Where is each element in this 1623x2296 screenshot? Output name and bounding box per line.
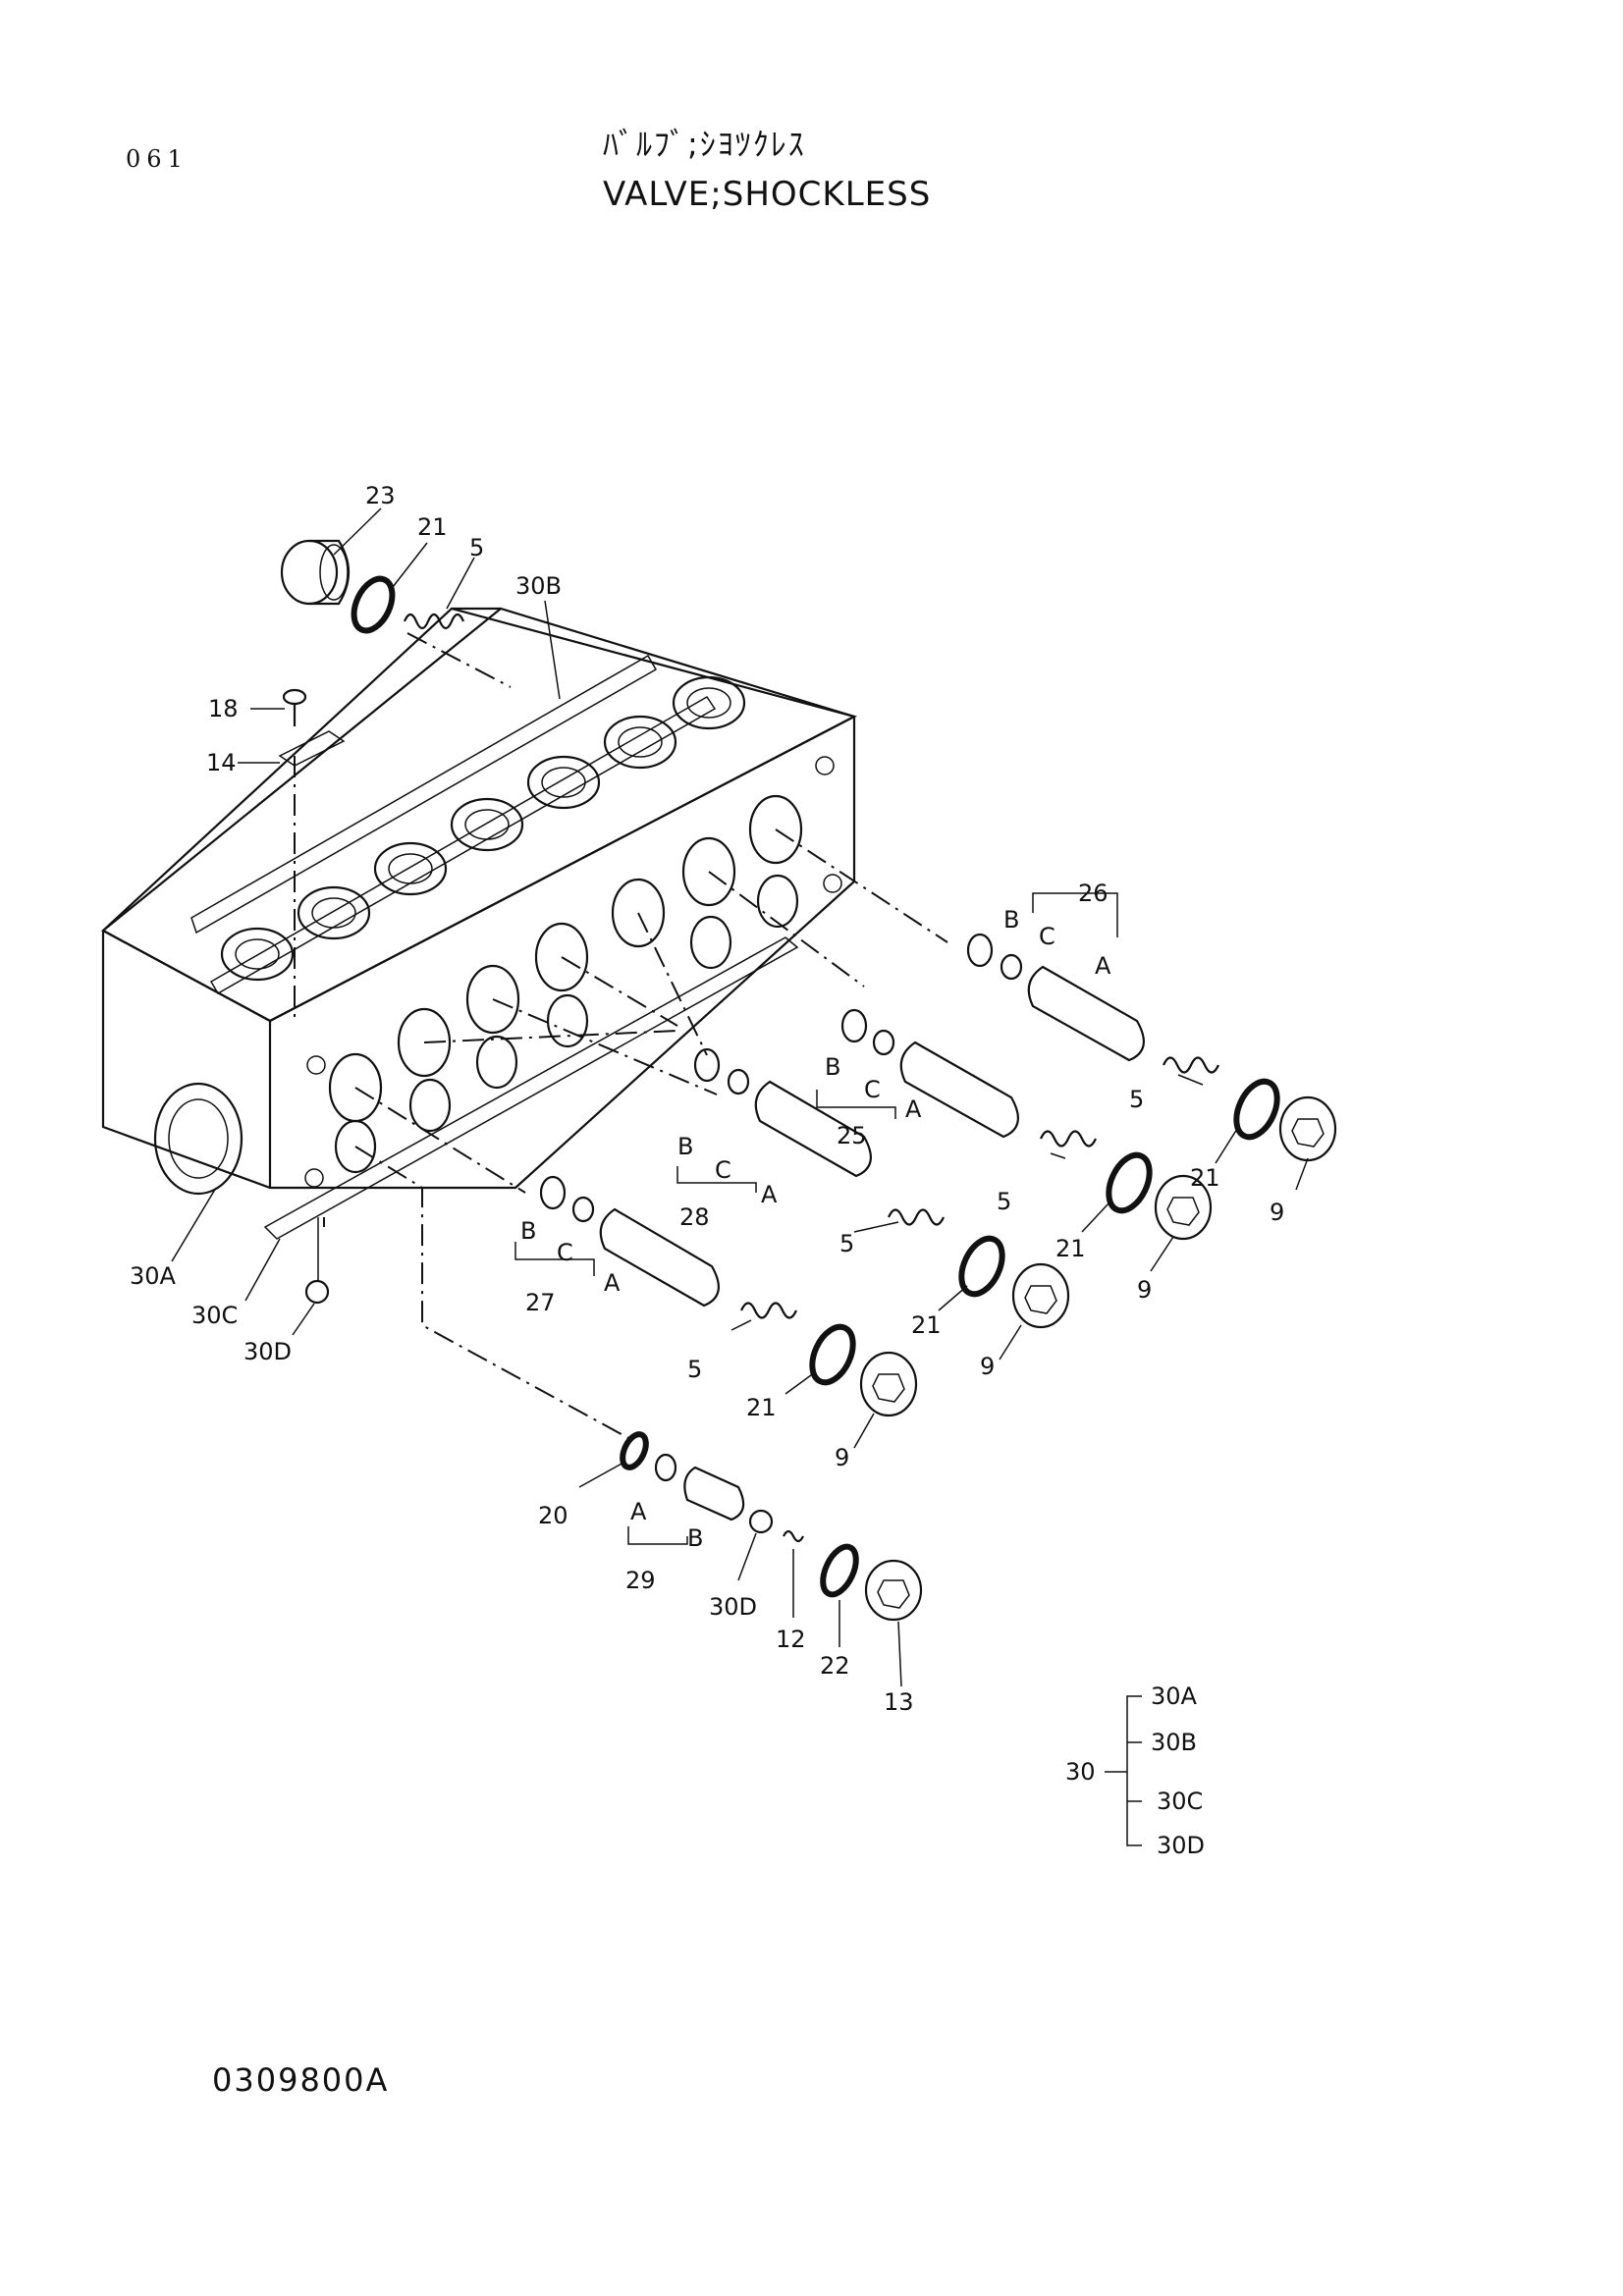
callout-29-b: B <box>687 1524 703 1552</box>
callout-26-a: A <box>1095 952 1111 980</box>
callout-28-a: A <box>761 1181 778 1208</box>
o-ring-21-row4 <box>809 1323 856 1386</box>
callout-5-row4: 5 <box>687 1356 702 1383</box>
assembly-legend: 30 30A 30B 30C 30D <box>1065 1682 1205 1859</box>
leader-lines <box>171 507 1309 1687</box>
callout-21-top: 21 <box>417 513 448 541</box>
callout-5-row3: 5 <box>839 1230 854 1257</box>
callout-27: 27 <box>525 1289 556 1316</box>
callout-27-c: C <box>557 1239 573 1266</box>
callout-25-a: A <box>905 1095 922 1123</box>
top-face-ports <box>220 675 746 982</box>
screw-18 <box>282 688 307 726</box>
valve-body <box>101 607 858 1240</box>
callout-25-c: C <box>864 1076 881 1103</box>
callout-22: 22 <box>820 1652 850 1680</box>
plug-9-row1 <box>1278 1095 1337 1162</box>
title-japanese: ﾊﾞﾙﾌﾞ;ｼﾖﾂｸﾚｽ <box>603 126 806 163</box>
plug-9-row3 <box>1011 1262 1070 1329</box>
callout-21-row4: 21 <box>746 1394 777 1421</box>
plug-23 <box>280 539 350 606</box>
callout-30a: 30A <box>130 1262 177 1290</box>
callout-26-b: B <box>1003 906 1019 934</box>
spool-set-28 <box>693 1047 872 1178</box>
spring-5-row3 <box>888 1208 945 1226</box>
spool-set-25 <box>840 1008 1019 1139</box>
spring-5-row1 <box>1163 1056 1219 1074</box>
spring-5-row4 <box>740 1302 797 1319</box>
spring-5-top <box>403 613 465 630</box>
ball-30d-bottom <box>748 1509 774 1534</box>
o-ring-21-row2 <box>1106 1151 1153 1214</box>
callout-30c: 30C <box>191 1302 238 1329</box>
title-english: VALVE;SHOCKLESS <box>603 175 932 214</box>
callout-25-b: B <box>825 1053 840 1081</box>
callout-21-row1: 21 <box>1190 1164 1220 1192</box>
spool-set-29 <box>654 1453 745 1522</box>
callout-27-a: A <box>604 1269 621 1297</box>
nameplate-14 <box>278 730 346 767</box>
callout-20: 20 <box>538 1502 568 1529</box>
callout-28-c: C <box>715 1156 731 1184</box>
page-code: 061 <box>126 145 189 173</box>
callout-5-row1: 5 <box>1129 1086 1144 1113</box>
o-ring-21-row1 <box>1233 1078 1280 1141</box>
callout-30b: 30B <box>515 572 562 600</box>
callout-30d-bottom: 30D <box>709 1593 757 1621</box>
callout-14: 14 <box>206 749 237 776</box>
callout-28-b: B <box>677 1133 693 1160</box>
spring-12 <box>783 1529 804 1543</box>
callout-25: 25 <box>837 1122 867 1149</box>
o-ring-21-top <box>351 575 396 634</box>
callout-5-top: 5 <box>469 534 484 561</box>
plug-13 <box>864 1559 923 1622</box>
front-face-bores <box>153 756 842 1196</box>
callout-9-row4: 9 <box>835 1444 849 1471</box>
legend-child-30d: 30D <box>1157 1832 1205 1859</box>
callout-26: 26 <box>1078 880 1109 907</box>
callout-9-row3: 9 <box>980 1353 995 1380</box>
callout-18: 18 <box>208 695 239 722</box>
ball-30d-left <box>304 1279 330 1305</box>
callout-9-row1: 9 <box>1270 1199 1284 1226</box>
callout-12: 12 <box>776 1626 806 1653</box>
callout-30d-left: 30D <box>243 1338 292 1365</box>
o-ring-20 <box>620 1431 649 1470</box>
spring-5-row2 <box>1040 1130 1097 1148</box>
callout-29: 29 <box>625 1567 656 1594</box>
callout-21-row2: 21 <box>1055 1235 1086 1262</box>
callout-21-row3: 21 <box>911 1311 942 1339</box>
legend-parent: 30 <box>1065 1758 1096 1786</box>
legend-child-30a: 30A <box>1151 1682 1198 1710</box>
legend-child-30c: 30C <box>1157 1788 1203 1815</box>
assembly-center-lines <box>294 632 948 1439</box>
spool-set-27 <box>539 1175 720 1308</box>
callout-23: 23 <box>365 482 396 509</box>
o-ring-21-row3 <box>958 1235 1005 1298</box>
callout-26-c: C <box>1039 923 1055 950</box>
callout-28: 28 <box>679 1203 710 1231</box>
callout-27-b: B <box>520 1217 536 1245</box>
callout-13: 13 <box>884 1688 914 1716</box>
callout-labels: 23 21 5 30B 18 14 30A 30C 30D 26 B C A B… <box>130 482 1284 1716</box>
plug-9-row4 <box>859 1351 918 1417</box>
drawing-code: 0309800A <box>212 2061 390 2099</box>
callout-5-row2: 5 <box>997 1188 1011 1215</box>
callout-9-row2: 9 <box>1137 1276 1152 1304</box>
callout-29-a: A <box>630 1498 647 1525</box>
legend-child-30b: 30B <box>1151 1729 1197 1756</box>
plug-9-row2 <box>1154 1174 1213 1241</box>
spool-set-26 <box>966 933 1145 1062</box>
o-ring-22 <box>820 1543 859 1598</box>
